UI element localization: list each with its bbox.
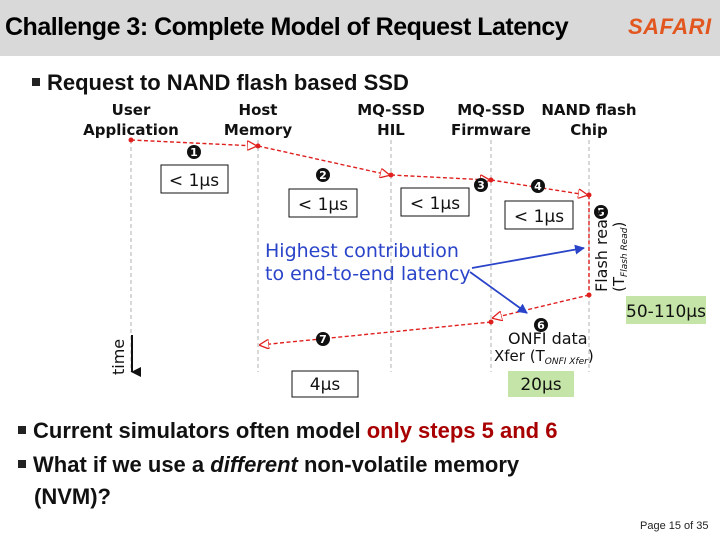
bullet-simulators-highlight: only steps 5 and 6 [366,418,558,443]
onfi-line1: ONFI data [508,329,588,348]
bullet-square-icon [32,78,40,86]
flash-read-text: Flash read [592,209,611,292]
bullet-nvm: What if we use a different non-volatile … [18,452,519,478]
step-badge-7: 7 [316,332,330,346]
svg-text:20μs: 20μs [520,375,561,395]
arrow-step2 [257,145,389,175]
dot-firmware-back [488,319,494,325]
col-user-line1: User [112,101,151,119]
bullet-request: Request to NAND flash based SSD [32,70,409,96]
arrow-step7 [260,321,492,345]
col-chip-line1: NAND flash [541,101,636,119]
dot-host [255,143,261,149]
flash-read-sub-label: (TFlash Read) [610,222,630,292]
highlight-line1: Highest contribution [265,240,459,262]
arrow-step6 [493,294,590,318]
bullet-nvm-suffix: non-volatile memory [297,452,520,477]
col-host-line1: Host [239,101,278,119]
svg-text:< 1μs: < 1μs [298,195,348,215]
bullet-simulators-text: Current simulators often model [33,418,367,443]
safari-logo: SAFARI [628,14,712,39]
svg-text:4: 4 [534,180,542,193]
flash-read-latency-box: 50-110μs [626,296,706,324]
svg-text:< 1μs: < 1μs [169,171,219,191]
dot-firmware [488,177,494,183]
svg-text:1: 1 [190,146,198,159]
col-fw-line2: Firmware [451,121,531,139]
svg-text:4μs: 4μs [310,375,341,395]
arrow-step1 [130,139,256,146]
svg-text:3: 3 [477,179,485,192]
bullet-nvm-prefix: What if we use a [33,452,211,477]
svg-text:(TFlash Read): (TFlash Read) [610,222,630,292]
col-hil-line2: HIL [377,121,405,139]
flash-read-label: Flash read [592,209,611,292]
col-user-line2: Application [83,121,179,139]
time-axis: time [109,335,141,377]
dot-chip-top [586,192,592,198]
svg-text:50-110μs: 50-110μs [626,302,706,322]
highlight-arrow-flash-read [471,244,585,269]
step-badge-2: 2 [316,168,330,182]
col-chip-line2: Chip [570,121,608,139]
dot-hil [388,172,394,178]
latency-box-1: < 1μs [160,164,229,194]
bullet-nvm-line2: (NVM)? [34,484,111,509]
col-host-line2: Memory [224,121,292,139]
bullet-square-icon [18,460,26,468]
title-bar: Challenge 3: Complete Model of Request L… [0,0,720,56]
svg-text:2: 2 [319,169,327,182]
step-badge-1: 1 [187,145,201,159]
svg-text:7: 7 [319,333,327,346]
step-badge-6: 6 [534,318,548,332]
latency-box-3: < 1μs [400,187,470,217]
bullet-request-text: Request to NAND flash based SSD [47,70,409,95]
latency-box-4us: 4μs [291,370,359,398]
latency-box-20us: 20μs [508,371,574,397]
svg-text:5: 5 [597,206,605,219]
svg-text:6: 6 [537,319,545,332]
bullet-square-icon [18,426,26,434]
highlight-line2: to end-to-end latency [265,263,471,285]
latency-diagram: User Application Host Memory MQ-SSD HIL … [83,101,706,398]
dot-chip-bottom [586,292,592,298]
col-fw-line1: MQ-SSD [457,101,525,119]
page-number: Page 15 of 35 [640,520,709,532]
step-badge-5: 5 [594,205,608,219]
bullet-nvm-emphasis: different [210,452,298,477]
step-badge-3: 3 [474,178,488,192]
bullet-simulators: Current simulators often model only step… [18,418,557,444]
arrow-step3 [390,174,489,180]
col-hil-line1: MQ-SSD [357,101,425,119]
time-label: time [109,339,128,375]
svg-text:< 1μs: < 1μs [410,194,460,214]
slide-title: Challenge 3: Complete Model of Request L… [5,13,569,41]
dot-start [128,137,134,143]
step-badge-4: 4 [531,179,545,193]
latency-box-4: < 1μs [504,200,574,230]
onfi-line2: Xfer (TONFI Xfer) [494,347,594,367]
latency-box-2: < 1μs [288,188,358,218]
highlight-arrow-onfi [469,271,528,314]
svg-text:< 1μs: < 1μs [514,207,564,227]
